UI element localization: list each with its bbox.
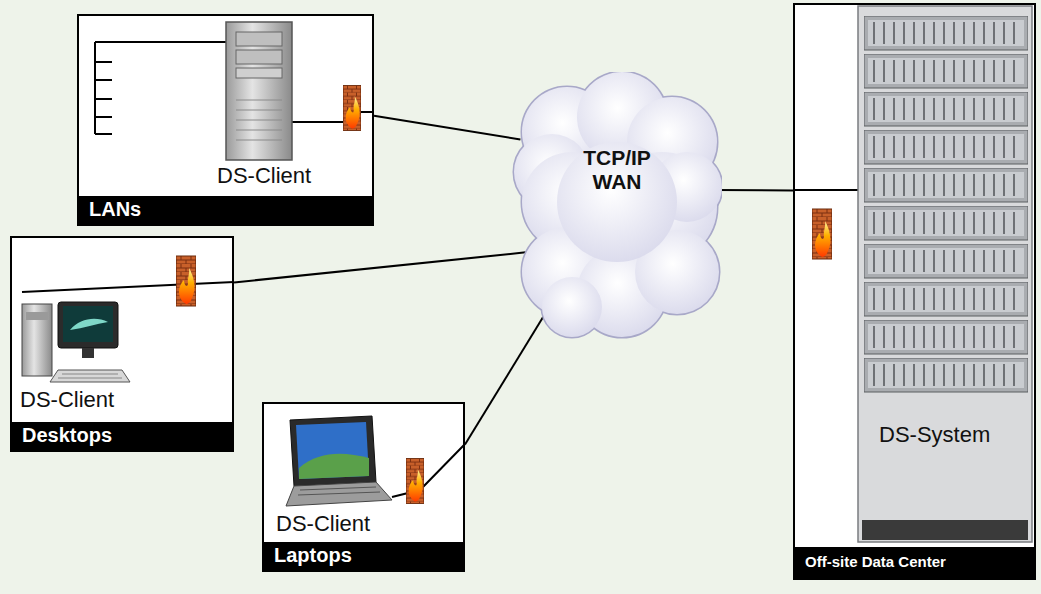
group-banner: Off-site Data Center: [795, 547, 1034, 578]
component-label: DS-Client: [217, 163, 311, 188]
laptop-wire: [392, 444, 465, 497]
client-box: DS-SystemOff-site Data Center: [793, 3, 1036, 580]
server-tower: [226, 22, 292, 160]
client-box: DS-ClientLaptops: [262, 402, 465, 572]
firewall-icon: [812, 209, 832, 259]
network-cloud: TCP/IP WAN: [512, 72, 722, 342]
network-link: [374, 116, 520, 140]
desktop-computer: [22, 302, 130, 382]
group-banner: Laptops: [264, 542, 463, 570]
component-label: DS-Client: [20, 387, 114, 412]
cloud-shape: [512, 72, 722, 342]
firewall-icon: [343, 86, 361, 131]
firewall-icon: [176, 256, 196, 306]
laptop-computer: [286, 416, 392, 506]
storage-rack: [858, 6, 1032, 542]
component-label: DS-Client: [276, 511, 370, 536]
lan-illustration: [95, 42, 373, 134]
datacenter-wire: [793, 189, 858, 191]
component-label: DS-System: [879, 422, 990, 447]
network-label: TCP/IP WAN: [572, 146, 662, 194]
network-link: [234, 252, 528, 282]
desktop-wire: [22, 282, 234, 292]
group-banner: LANs: [79, 196, 372, 224]
firewall-icon: [406, 459, 424, 504]
group-banner: Desktops: [12, 422, 232, 450]
client-box: DS-ClientLANs: [77, 14, 374, 226]
network-link: [465, 310, 548, 445]
network-link: [716, 189, 793, 192]
client-box: DS-ClientDesktops: [10, 236, 234, 452]
